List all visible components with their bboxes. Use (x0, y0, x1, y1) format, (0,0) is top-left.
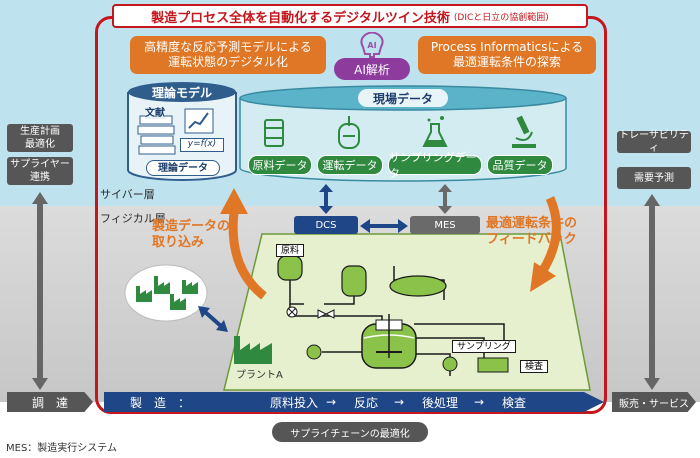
manufacturing-process-bar: 製 造 ： 原料投入 → 反応 → 後処理 → 検査 (104, 392, 604, 412)
process-step-1: 原料投入 (270, 395, 319, 410)
production-planning-box: 生産計画 最適化 (7, 124, 73, 152)
demand-forecast-box: 需要予測 (617, 167, 691, 189)
field-data-title: 現場データ (358, 89, 448, 107)
dcs-mes-double-arrow (360, 218, 408, 233)
plant-a-factory-icon (232, 330, 274, 364)
process-step-3: 後処理 (422, 395, 459, 410)
flask-icon (422, 114, 448, 150)
sales-service-label: 販売・サービス (619, 398, 689, 410)
process-arrow-1: → (326, 395, 337, 409)
reaction-prediction-box: 高精度な反応予測モデルによる 運転状態のデジタル化 (130, 36, 326, 74)
raw-material-drum-icon (262, 118, 286, 148)
process-step-2: 反応 (354, 395, 379, 410)
cyber-layer-label: サイバー層 (100, 188, 155, 201)
supply-chain-label: サプライチェーンの最適化 (290, 428, 410, 440)
mes-box: MES (410, 216, 480, 234)
book-label: 文献 (145, 104, 165, 119)
footnote: MES：製造実行システム (6, 443, 117, 454)
right-vertical-double-arrow (642, 194, 662, 390)
data-capture-text: 製造データの 取り込み (152, 219, 231, 250)
field-data-title-text: 現場データ (372, 91, 433, 106)
theory-model-title: 理論モデル (151, 86, 212, 100)
sales-service-box: 販売・サービス (612, 392, 696, 412)
ai-analysis-label: AI解析 (354, 62, 390, 77)
svg-text:AI: AI (367, 41, 376, 50)
formula-label: y=f(x) (180, 138, 224, 152)
traceability-box: トレーサビリティ (617, 130, 691, 154)
mes-cyber-link-arrow (438, 184, 452, 214)
diagram-title: 製造プロセス全体を自動化するデジタルツイン技術 (151, 10, 450, 26)
inspection-label: 検査 (520, 360, 549, 373)
diagram-title-box: 製造プロセス全体を自動化するデジタルツイン技術 (DICと日立の協創範囲) (112, 4, 588, 28)
theory-data-pill: 理論データ (146, 160, 220, 176)
data-capture-arrow (212, 188, 272, 300)
field-data-item-operation: 運転データ (317, 155, 383, 175)
feedback-text: 最適運転条件の フィードバック (486, 216, 578, 247)
process-arrow-3: → (474, 395, 485, 409)
ai-brain-icon: AI (358, 31, 386, 58)
microscope-icon (510, 114, 538, 150)
process-informatics-box: Process Informaticsによる 最適運転条件の探索 (418, 36, 596, 74)
other-factories-cluster (124, 264, 208, 322)
manufacturing-label: 製 造 ： (130, 395, 191, 410)
diagram-title-note: (DICと日立の協創範囲) (453, 12, 549, 23)
supply-chain-optimization-box: サプライチェーンの最適化 (272, 422, 428, 442)
ai-analysis-badge: AI解析 (334, 58, 410, 80)
field-data-item-raw: 原料データ (248, 155, 312, 175)
supplier-cooperation-box: サプライヤー 連携 (7, 157, 73, 185)
process-arrow-2: → (394, 395, 405, 409)
reactor-vessel-icon (336, 116, 362, 150)
raw-material-label: 原料 (276, 244, 305, 257)
left-vertical-double-arrow (30, 192, 50, 390)
process-step-4: 検査 (502, 395, 527, 410)
field-data-item-quality: 品質データ (487, 155, 553, 175)
dcs-cyber-link-arrow (319, 184, 333, 214)
sampling-label: サンプリング (452, 340, 516, 353)
procurement-label: 調 達 (31, 395, 68, 410)
physical-layer-label: フィジカル層 (100, 212, 166, 225)
graph-icon (184, 108, 214, 134)
field-data-item-sampling: サンプリングデータ (388, 151, 482, 180)
plant-a-label: プラントA (236, 370, 283, 381)
feedback-arrow (520, 194, 580, 294)
dcs-box: DCS (294, 216, 358, 234)
cluster-link-arrow (196, 304, 230, 334)
process-flow-diagram (264, 240, 564, 380)
procurement-box: 調 達 (7, 392, 93, 412)
